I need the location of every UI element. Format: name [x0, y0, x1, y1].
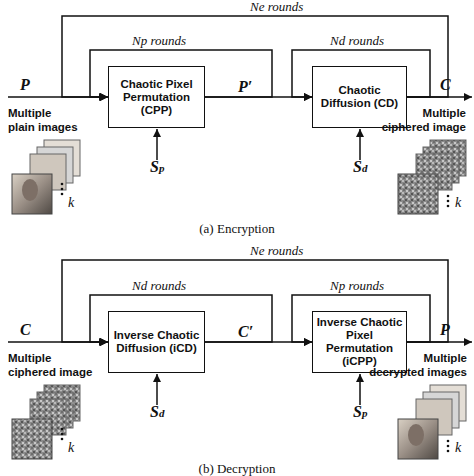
output-label: Multiple ciphered image — [378, 106, 466, 134]
image-card — [12, 419, 52, 459]
input-label: Multiple plain images — [8, 106, 79, 134]
edge-label: Np rounds — [132, 34, 186, 48]
edge-label: Ne rounds — [250, 244, 303, 258]
count-label: k — [455, 195, 461, 211]
edge-label: P′ — [238, 78, 252, 96]
ellipsis-dot — [447, 205, 450, 208]
ellipsis-dot — [61, 433, 64, 436]
cipher-image-stack — [398, 140, 466, 214]
image-card — [12, 174, 52, 214]
box-label: Chaotic Pixel Permutation (CPP) — [112, 78, 201, 117]
process-box: Inverse Chaotic Pixel Permutation (iCPP) — [312, 311, 407, 373]
edge-label: Nd rounds — [132, 279, 186, 293]
key-name: Sd — [353, 158, 367, 177]
image-card — [398, 174, 438, 214]
count-label: k — [68, 440, 74, 456]
ellipsis-dot — [61, 193, 64, 196]
key-wire — [156, 129, 158, 160]
edge-label: Np rounds — [330, 279, 384, 293]
ellipsis-dot — [61, 183, 64, 186]
ellipsis-dot — [447, 450, 450, 453]
process-box: Chaotic Pixel Permutation (CPP) — [108, 66, 205, 128]
ellipsis-dot — [61, 188, 64, 191]
box-label: Chaotic Diffusion (CD) — [316, 84, 403, 110]
image-detail — [22, 179, 38, 201]
ellipsis-dot — [447, 200, 450, 203]
ellipsis-dot — [61, 438, 64, 441]
process-box: Inverse Chaotic Diffusion (iCD) — [108, 311, 205, 373]
image-card — [398, 419, 438, 459]
subfigure-caption: (b) Decryption — [0, 461, 474, 476]
key-name: Sp — [150, 158, 164, 177]
key-wire — [156, 374, 158, 405]
subfigure-caption: (a) Encryption — [0, 221, 474, 236]
signal-name: C — [20, 321, 31, 339]
box-label: Inverse Chaotic Pixel Permutation (iCPP) — [316, 316, 403, 368]
ellipsis-dot — [447, 195, 450, 198]
ellipsis-dot — [61, 428, 64, 431]
output-label: Multiple decrypted images — [368, 351, 467, 379]
count-label: k — [68, 195, 74, 211]
key-wire — [359, 374, 361, 405]
image-detail — [408, 424, 424, 446]
key-name: Sp — [353, 403, 367, 422]
ellipsis-dot — [447, 440, 450, 443]
process-box: Chaotic Diffusion (CD) — [312, 66, 407, 128]
edge-label: Nd rounds — [330, 34, 384, 48]
key-name: Sd — [150, 403, 164, 422]
edge-label: Ne rounds — [250, 0, 303, 14]
count-label: k — [455, 440, 461, 456]
box-label: Inverse Chaotic Diffusion (iCD) — [112, 329, 201, 355]
ellipsis-dot — [447, 445, 450, 448]
signal-name: P — [20, 76, 30, 94]
edge-label: C′ — [238, 323, 253, 341]
decrypted-image-stack — [398, 385, 466, 459]
cipher-image-stack — [12, 385, 80, 459]
signal-name: P — [440, 321, 450, 339]
signal-name: C — [440, 76, 451, 94]
plain-image-stack — [12, 140, 80, 214]
key-wire — [359, 129, 361, 160]
input-label: Multiple ciphered image — [8, 351, 96, 379]
